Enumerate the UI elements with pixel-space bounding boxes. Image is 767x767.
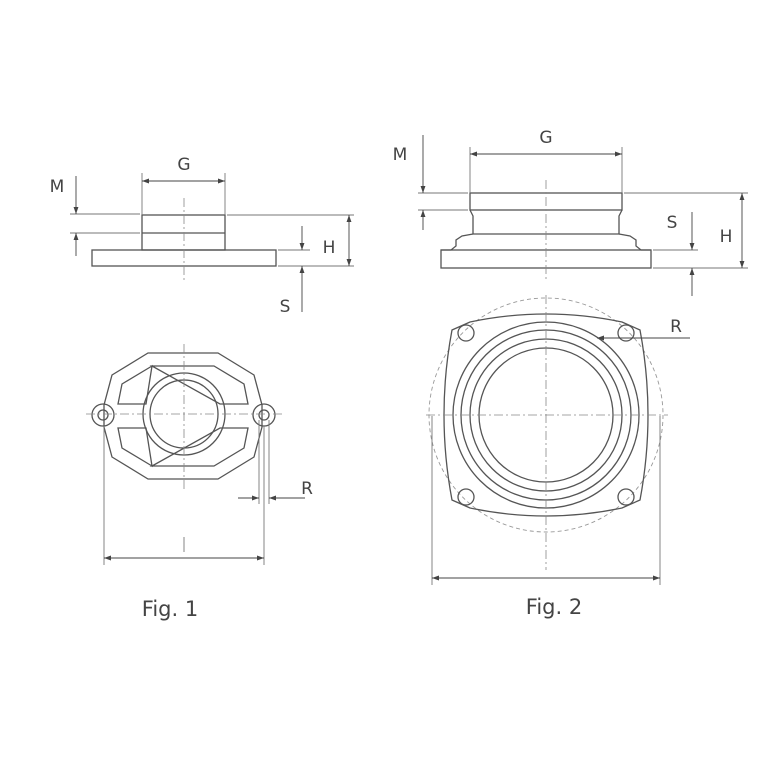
fig1-label-r: R	[301, 479, 313, 499]
fig2-top-view	[426, 295, 690, 585]
fig1-side-view	[70, 173, 354, 312]
fig1-label-s: S	[280, 297, 291, 317]
fig2-shoulder-right	[618, 233, 651, 251]
fig2-notch-bottom-right	[617, 488, 635, 506]
fig1-outline	[103, 352, 263, 480]
fig2-shoulder-left	[441, 233, 474, 251]
fig2-label-h: H	[720, 227, 733, 247]
fig2-label-m: M	[393, 145, 408, 165]
fig1-label-h: H	[323, 238, 336, 258]
fig2-side-view	[418, 135, 748, 296]
fig1-caption: Fig. 1	[142, 597, 198, 621]
fig2-flange-outline	[443, 313, 649, 517]
fig1-label-m: M	[50, 177, 65, 197]
fig1-left-ear	[91, 403, 115, 427]
fig2-label-r: R	[670, 317, 682, 337]
fig2-caption: Fig. 2	[526, 595, 582, 619]
fig1-right-ear	[252, 403, 276, 427]
fig2-notch-bottom-left	[457, 488, 475, 506]
fig1-top-view	[86, 344, 305, 565]
fig2-notch-top-left	[457, 324, 475, 342]
fig2-notch-top-right	[617, 324, 635, 342]
fig2-label-g: G	[539, 128, 552, 148]
fig2-label-s: S	[667, 213, 678, 233]
fig1-label-g: G	[177, 155, 190, 175]
